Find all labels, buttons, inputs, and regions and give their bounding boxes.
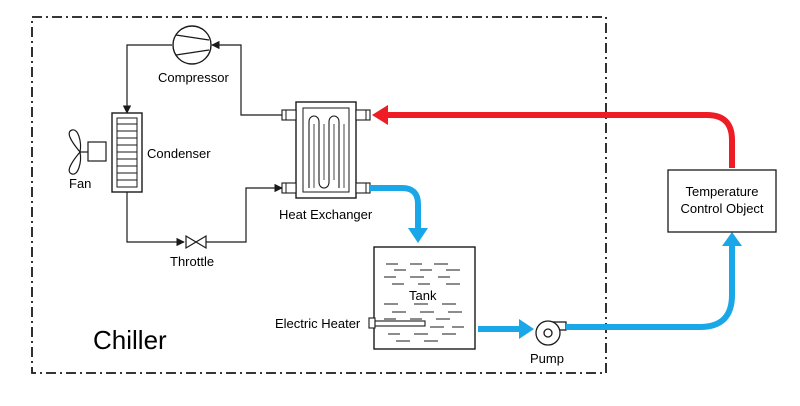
chiller-label: Chiller — [93, 325, 167, 355]
tank-label: Tank — [409, 288, 437, 303]
heat-exchanger-icon — [281, 101, 371, 199]
chiller-enclosure — [31, 16, 607, 374]
electric-heater-label: Electric Heater — [275, 316, 361, 331]
refrigerant-circuit — [122, 40, 283, 247]
cold-flow-to-tank — [370, 185, 428, 243]
throttle-label: Throttle — [170, 254, 214, 269]
condenser-icon — [111, 112, 143, 193]
temperature-control-object-box: Temperature Control Object — [667, 169, 777, 233]
temperature-control-object-label-line2: Control Object — [680, 201, 763, 216]
temperature-control-object-label-line1: Temperature — [686, 184, 759, 199]
cold-flow-to-control-object — [566, 232, 742, 330]
pump-label: Pump — [530, 351, 564, 366]
tank-icon — [373, 246, 476, 350]
electric-heater-icon — [368, 317, 426, 329]
hot-flow-to-heat-exchanger — [372, 105, 735, 168]
heat-exchanger-label: Heat Exchanger — [279, 207, 373, 222]
compressor-icon — [172, 25, 212, 65]
pump-icon — [535, 320, 567, 346]
fan-icon — [68, 129, 107, 175]
fan-label: Fan — [69, 176, 91, 191]
compressor-label: Compressor — [158, 70, 229, 85]
throttle-icon — [185, 234, 207, 250]
cold-flow-to-pump — [478, 319, 534, 339]
condenser-label: Condenser — [147, 146, 211, 161]
